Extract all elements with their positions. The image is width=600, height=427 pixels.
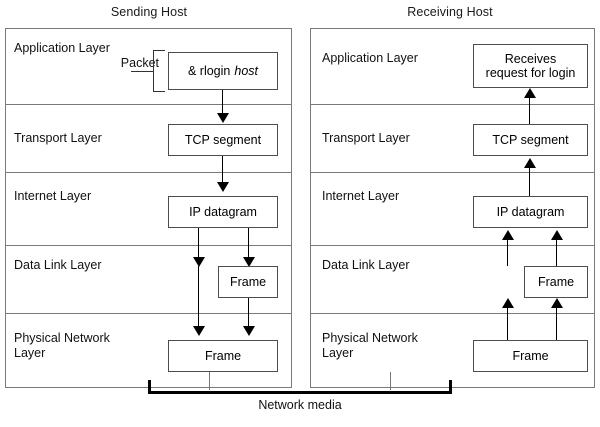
sending-label-application-line1: Application Layer (14, 41, 110, 55)
sending-arrow-datalink-to-physical-left-head (193, 326, 205, 336)
packet-bracket (153, 50, 165, 92)
sending-label-application-line2: Packet (120, 56, 159, 70)
receiving-arrow-internet-to-transport-line (529, 168, 530, 196)
sending-label-application-layer: Application Layer Packet (14, 41, 159, 71)
sending-arrow-app-to-transport-line (222, 90, 223, 116)
sending-datalink-frame-box: Frame (218, 266, 278, 298)
sending-arrow-internet-to-datalink-right-line (248, 228, 249, 260)
receiving-arrow-datalink-to-internet-left-head (502, 230, 514, 240)
receiving-application-line2: request for login (485, 66, 576, 80)
sending-arrow-transport-to-internet-line (222, 156, 223, 184)
receiving-divider-transport-internet (310, 172, 595, 173)
receiving-arrow-transport-to-app-line (529, 96, 530, 124)
receiving-label-physical-line1: Physical Network (322, 331, 418, 345)
sending-label-internet-layer: Internet Layer (14, 189, 92, 203)
receiving-label-physical-line2: Layer (322, 346, 354, 360)
receiving-label-application-layer: Application Layer (322, 51, 418, 65)
sending-application-command: & rlogin (187, 64, 231, 78)
sending-physical-frame-box: Frame (168, 340, 278, 372)
receiving-arrow-transport-to-app-head (524, 88, 536, 98)
sending-media-riser (209, 372, 210, 390)
sending-label-datalink-layer: Data Link Layer (14, 258, 102, 272)
receiving-application-line1: Receives (504, 52, 557, 66)
sending-arrow-datalink-to-physical-right-head (243, 326, 255, 336)
network-media-bracket (148, 380, 452, 394)
receiving-physical-frame-box: Frame (473, 340, 588, 372)
sending-divider-app-transport (5, 104, 292, 105)
sending-application-pdu-box: & rlogin host (168, 52, 278, 90)
sending-arrow-datalink-to-physical-right-line (248, 298, 249, 328)
packet-leader-line (131, 71, 153, 72)
receiving-arrow-physical-to-datalink-right-head (551, 298, 563, 308)
receiving-divider-datalink-physical (310, 313, 595, 314)
sending-internet-pdu-box: IP datagram (168, 196, 278, 228)
receiving-arrow-physical-to-datalink-right-line (556, 306, 557, 340)
receiving-application-box: Receives request for login (473, 44, 588, 88)
receiving-media-riser (390, 372, 391, 390)
sending-arrow-internet-to-datalink-left-head (193, 257, 205, 267)
receiving-label-datalink-layer: Data Link Layer (322, 258, 410, 272)
receiving-arrow-datalink-to-internet-left-line (507, 238, 508, 266)
receiving-label-internet-layer: Internet Layer (322, 189, 400, 203)
receiving-divider-app-transport (310, 104, 595, 105)
receiving-transport-pdu-box: TCP segment (473, 124, 588, 156)
sending-divider-internet-datalink (5, 245, 292, 246)
receiving-internet-pdu-box: IP datagram (473, 196, 588, 228)
receiving-arrow-physical-to-datalink-left-head (502, 298, 514, 308)
sending-arrow-transport-to-internet-head (217, 182, 229, 192)
receiving-datalink-frame-box: Frame (524, 266, 588, 298)
sending-arrow-internet-to-datalink-left-line (198, 228, 199, 260)
receiving-label-transport-layer: Transport Layer (322, 131, 410, 145)
sending-label-physical-layer: Physical Network Layer (14, 331, 110, 361)
network-media-label: Network media (258, 398, 342, 412)
receiving-host-title: Receiving Host (407, 5, 493, 19)
receiving-label-physical-layer: Physical Network Layer (322, 331, 418, 361)
receiving-divider-internet-datalink (310, 245, 595, 246)
sending-arrow-datalink-to-physical-left-line (198, 266, 199, 328)
sending-label-physical-line1: Physical Network (14, 331, 110, 345)
receiving-arrow-datalink-to-internet-right-head (551, 230, 563, 240)
receiving-arrow-internet-to-transport-head (524, 158, 536, 168)
receiving-arrow-datalink-to-internet-right-line (556, 238, 557, 266)
sending-transport-pdu-box: TCP segment (168, 124, 278, 156)
sending-divider-datalink-physical (5, 313, 292, 314)
sending-host-title: Sending Host (110, 5, 188, 19)
sending-label-transport-layer: Transport Layer (14, 131, 102, 145)
sending-label-physical-line2: Layer (14, 346, 46, 360)
sending-arrow-internet-to-datalink-right-head (243, 257, 255, 267)
receiving-arrow-physical-to-datalink-left-line (507, 306, 508, 340)
sending-divider-transport-internet (5, 172, 292, 173)
sending-application-arg: host (234, 64, 259, 78)
sending-arrow-app-to-transport-head (217, 113, 229, 123)
